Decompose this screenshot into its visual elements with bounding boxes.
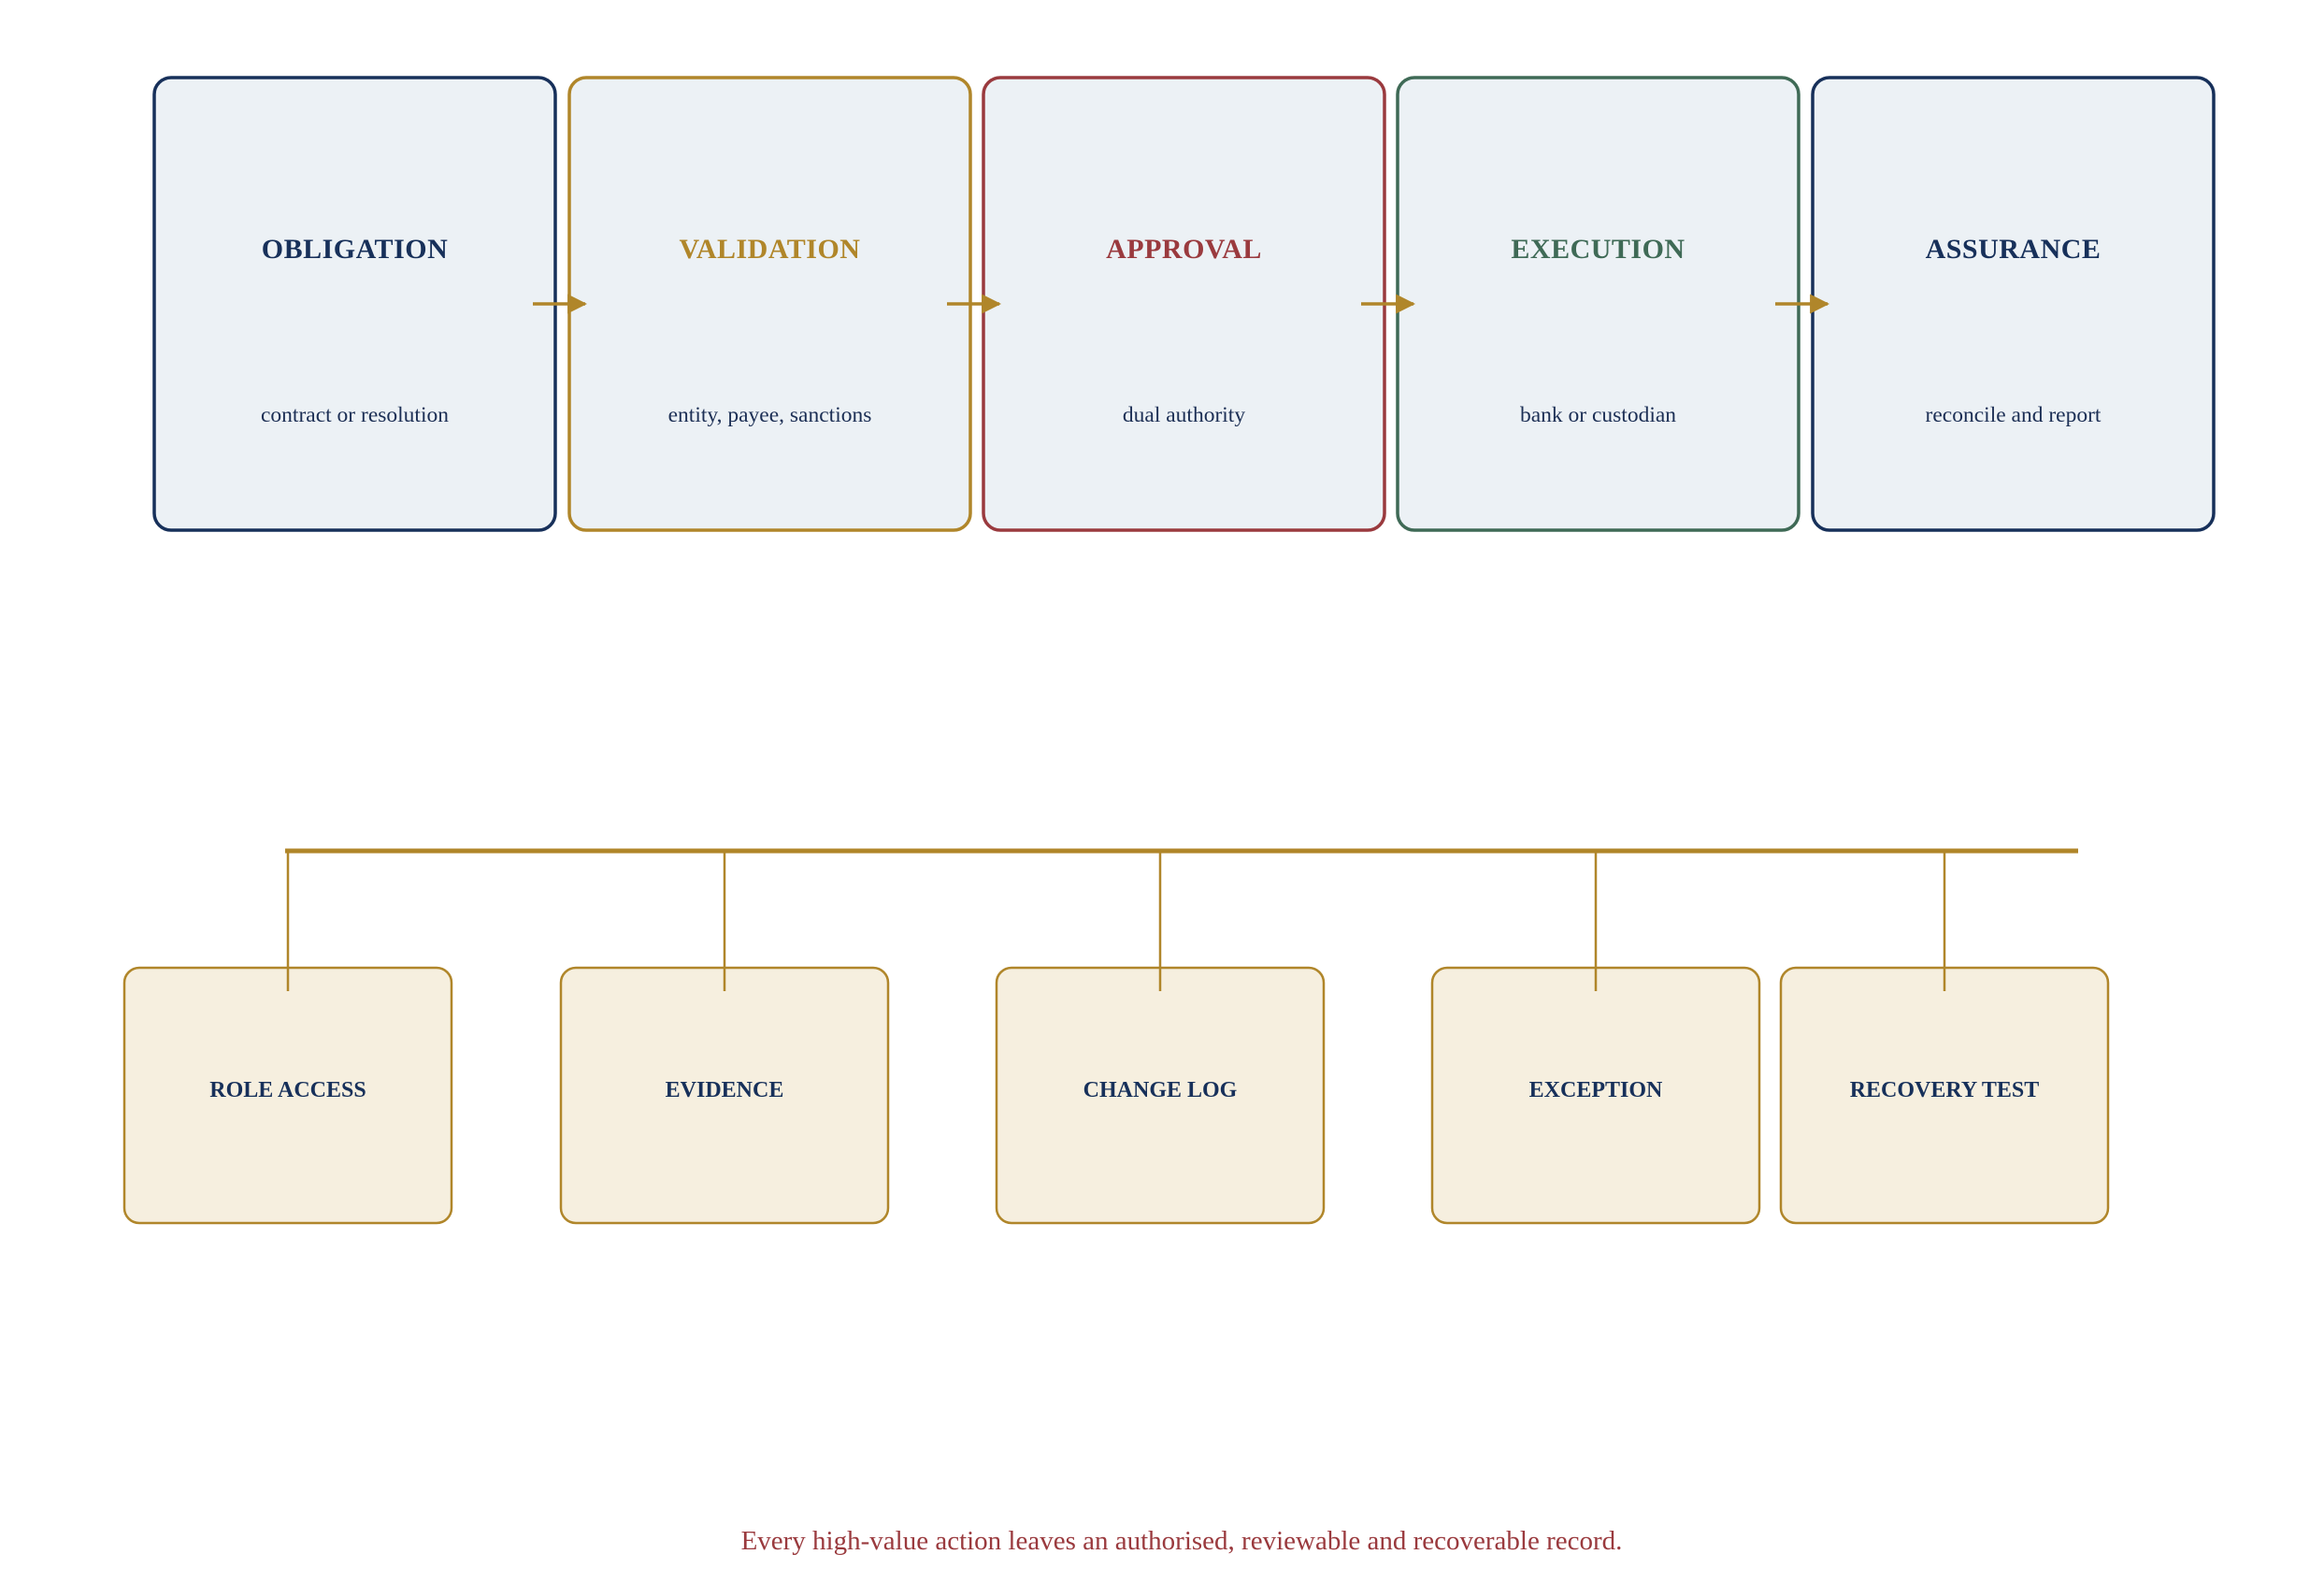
control-evidence: EVIDENCE [559,851,890,1225]
control-change-log: CHANGE LOG [995,851,1326,1225]
stage-flow: OBLIGATION contract or resolution VALIDA… [152,76,2216,532]
control-label: ROLE ACCESS [209,1078,366,1102]
stage-validation: VALIDATION entity, payee, sanctions [567,76,972,532]
stage-approval: APPROVAL dual authority [982,76,1386,532]
stage-subtitle: entity, payee, sanctions [668,403,872,427]
control-exception: EXCEPTION [1430,851,1761,1225]
stage-box [567,76,972,532]
stage-title: ASSURANCE [1926,234,2102,265]
stage-title: VALIDATION [680,234,861,265]
stage-title: OBLIGATION [262,234,449,265]
stage-box [982,76,1386,532]
stage-title: APPROVAL [1106,234,1262,265]
control-label: CHANGE LOG [1083,1078,1238,1102]
control-recovery-test: RECOVERY TEST [1779,851,2110,1225]
stage-execution: EXECUTION bank or custodian [1396,76,1800,532]
stage-assurance: ASSURANCE reconcile and report [1811,76,2216,532]
stage-box [1396,76,1800,532]
stage-subtitle: contract or resolution [261,403,449,427]
stage-subtitle: bank or custodian [1520,403,1676,427]
control-role-access: ROLE ACCESS [122,851,453,1225]
control-label: EVIDENCE [666,1078,784,1102]
footer-note: Every high-value action leaves an author… [741,1526,1623,1556]
stage-subtitle: reconcile and report [1926,403,2102,427]
control-label: RECOVERY TEST [1850,1078,2040,1102]
control-label: EXCEPTION [1529,1078,1663,1102]
stage-title: EXECUTION [1511,234,1685,265]
stage-obligation: OBLIGATION contract or resolution [152,76,557,532]
stage-box [1811,76,2216,532]
stage-box [152,76,557,532]
stage-subtitle: dual authority [1123,403,1245,427]
control-bus: ROLE ACCESS EVIDENCE CHANGE LOG EXCEPTIO… [122,848,2110,1225]
